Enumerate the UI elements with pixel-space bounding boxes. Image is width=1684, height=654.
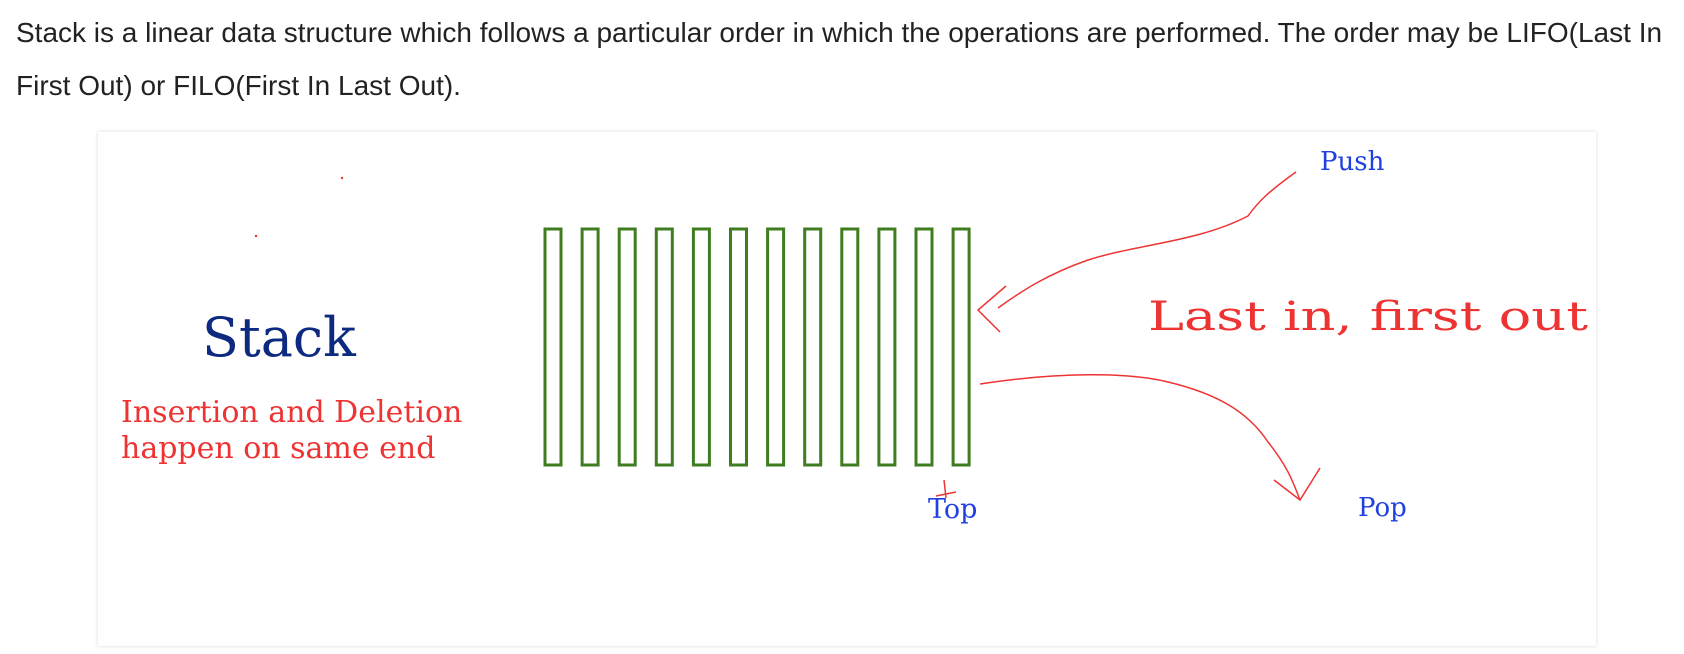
stack-slots bbox=[543, 227, 971, 467]
lifo-label: Last in, first out bbox=[1148, 294, 1588, 340]
stack-slot bbox=[691, 227, 711, 467]
top-marker bbox=[935, 479, 957, 499]
stack-slot bbox=[877, 227, 897, 467]
pop-arrow bbox=[979, 374, 1301, 501]
pop-label: Pop bbox=[1358, 493, 1407, 523]
stack-slot bbox=[543, 227, 563, 467]
stack-slot bbox=[951, 227, 971, 467]
push-label: Push bbox=[1320, 147, 1385, 177]
stack-slot bbox=[840, 227, 860, 467]
stack-slot bbox=[803, 227, 823, 467]
stack-slot bbox=[914, 227, 934, 467]
subtitle-line-2: happen on same end bbox=[121, 431, 435, 466]
pop-arrowhead bbox=[1273, 467, 1321, 502]
stack-slot bbox=[654, 227, 674, 467]
push-arrow bbox=[997, 171, 1297, 309]
stray-dot bbox=[254, 234, 258, 238]
subtitle-line-1: Insertion and Deletion bbox=[121, 395, 462, 430]
stack-diagram: Stack Insertion and Deletion happen on s… bbox=[98, 132, 1596, 646]
stack-slot bbox=[617, 227, 637, 467]
stray-dot bbox=[340, 176, 344, 180]
stack-title: Stack bbox=[202, 306, 357, 369]
stack-diagram-canvas: Stack Insertion and Deletion happen on s… bbox=[121, 147, 1588, 525]
stack-slot bbox=[580, 227, 600, 467]
push-arrowhead bbox=[976, 285, 1007, 333]
top-label: Top bbox=[928, 494, 977, 525]
stack-slot bbox=[729, 227, 748, 467]
intro-paragraph: Stack is a linear data structure which f… bbox=[16, 17, 1663, 101]
stack-slot bbox=[766, 227, 786, 467]
